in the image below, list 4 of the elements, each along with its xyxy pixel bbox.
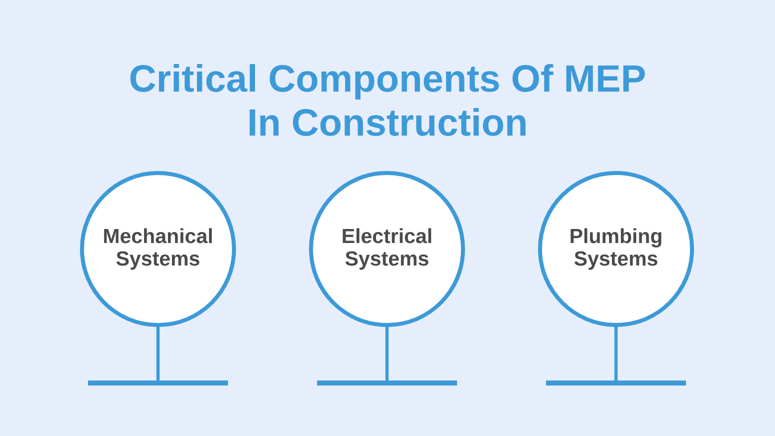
circle-node: Electrical Systems [309, 171, 465, 327]
title: Critical Components Of MEP In Construction [130, 64, 645, 136]
circle-node: Mechanical Systems [80, 171, 236, 327]
circle-node: Plumbing Systems [538, 171, 694, 327]
